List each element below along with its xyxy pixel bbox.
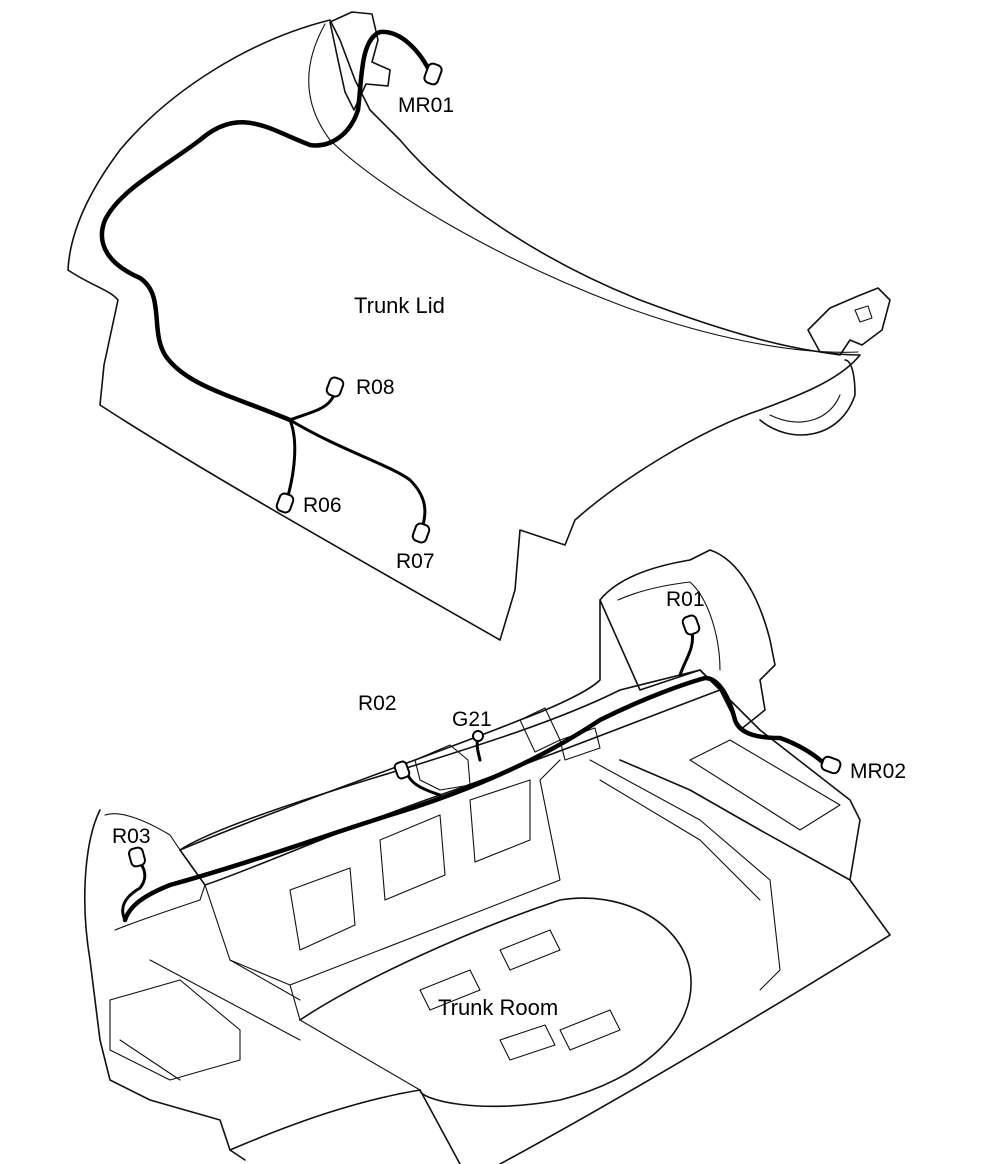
trunk-room-harness bbox=[121, 614, 842, 923]
label-r08: R08 bbox=[356, 376, 395, 399]
right-quarter-panel bbox=[599, 549, 776, 731]
room-main-harness bbox=[122, 675, 829, 923]
trunk-room-body bbox=[84, 549, 891, 1164]
left-floor-rails bbox=[119, 959, 301, 1081]
label-mr01: MR01 bbox=[398, 94, 454, 117]
left-quarter-panel bbox=[84, 809, 246, 1161]
back-panel-box-mid bbox=[379, 814, 446, 901]
connector-r06 bbox=[275, 492, 295, 514]
lid-main-harness bbox=[99, 29, 435, 423]
right-floor-rail bbox=[589, 759, 781, 991]
label-r01: R01 bbox=[666, 588, 705, 611]
label-g21: G21 bbox=[452, 708, 492, 731]
room-branch-r03 bbox=[121, 858, 147, 922]
spare-wheel-ribs bbox=[419, 929, 621, 1061]
connector-mr01 bbox=[423, 62, 443, 86]
lid-lock-area bbox=[759, 359, 856, 436]
right-side-wall bbox=[619, 689, 861, 881]
right-hinge bbox=[807, 287, 891, 356]
spare-wheel-well bbox=[299, 897, 692, 1108]
right-quarter-inner bbox=[617, 581, 721, 671]
back-panel-box-right bbox=[469, 779, 531, 863]
right-hinge-slot bbox=[854, 305, 873, 323]
back-panel-frame bbox=[204, 759, 561, 1091]
lid-branch-r06 bbox=[286, 418, 297, 498]
connector-r07 bbox=[411, 522, 431, 544]
room-branch-r01 bbox=[678, 630, 695, 677]
rear-upper-edge bbox=[179, 599, 601, 851]
connector-r08 bbox=[325, 376, 345, 398]
label-r03: R03 bbox=[112, 825, 151, 848]
trunk-lid-crease bbox=[308, 23, 859, 353]
trunk-lid-harness bbox=[99, 29, 443, 544]
label-mr02: MR02 bbox=[850, 760, 906, 783]
trunk-floor-edge bbox=[229, 879, 891, 1164]
label-r06: R06 bbox=[303, 494, 342, 517]
connector-r02 bbox=[393, 760, 411, 780]
label-trunk-lid: Trunk Lid bbox=[354, 293, 445, 318]
left-side-tray bbox=[109, 979, 241, 1081]
right-step-box bbox=[689, 739, 841, 831]
connector-r01 bbox=[681, 614, 701, 636]
lid-branch-r08 bbox=[288, 390, 337, 422]
label-r02: R02 bbox=[358, 692, 397, 715]
g21-bracket bbox=[414, 744, 471, 791]
connector-mr02 bbox=[820, 755, 842, 775]
label-r07: R07 bbox=[396, 550, 435, 573]
lid-branch-r07 bbox=[288, 418, 427, 530]
connector-g21 bbox=[472, 730, 484, 742]
lid-lock-curve bbox=[769, 394, 841, 423]
back-panel-box-left bbox=[289, 867, 356, 951]
label-trunk-room: Trunk Room bbox=[438, 995, 558, 1020]
connector-r03 bbox=[128, 846, 146, 868]
trunk-lid-outline bbox=[67, 19, 861, 641]
left-hinge bbox=[329, 11, 391, 111]
trunk-lid-body bbox=[67, 11, 891, 641]
